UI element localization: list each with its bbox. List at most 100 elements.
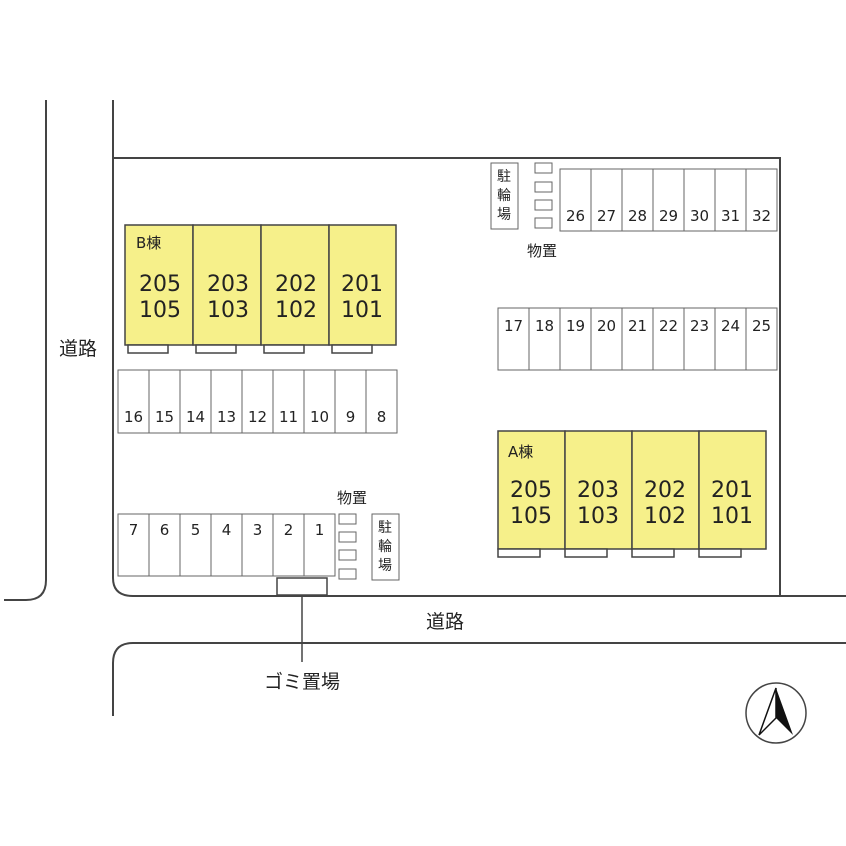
parking-stall <box>590 168 623 232</box>
building-a-unit-2 <box>564 430 633 550</box>
bicycle-parking-bottom-char-1: 駐 <box>378 520 392 536</box>
parking-stall <box>652 168 685 232</box>
b-unit-2-upper: 203 <box>207 272 249 297</box>
garbage-label: ゴミ置場 <box>264 671 340 693</box>
building-b: B棟 205 105 203 103 202 102 201 101 <box>124 224 397 354</box>
b-unit-4-lower: 101 <box>341 298 383 323</box>
building-b-step-1 <box>127 344 169 354</box>
parking-stall-number: 22 <box>659 317 678 335</box>
storage-bottom-label: 物置 <box>337 489 367 507</box>
storage-top-boxes <box>534 162 553 229</box>
parking-stall-number: 5 <box>191 521 201 539</box>
parking-stall-number: 3 <box>253 521 263 539</box>
property-boundary <box>113 157 781 596</box>
parking-stall <box>303 369 336 434</box>
garbage-area-box <box>276 577 328 596</box>
left-road-label: 道路 <box>59 338 97 360</box>
parking-stall-number: 9 <box>346 408 356 426</box>
bicycle-parking-top-char-3: 場 <box>497 207 511 223</box>
parking-stall-number: 10 <box>310 408 329 426</box>
parking-stall <box>714 307 747 371</box>
storage-box <box>338 568 357 580</box>
building-a-step-1 <box>497 548 541 558</box>
building-b-step-3 <box>263 344 305 354</box>
left-road-outer-edge <box>4 100 47 601</box>
parking-stall <box>745 168 778 232</box>
building-b-step-2 <box>195 344 237 354</box>
building-a-step-2 <box>564 548 608 558</box>
a-unit-4-upper: 201 <box>711 478 753 503</box>
parking-stall <box>621 168 654 232</box>
bicycle-parking-bottom-char-3: 場 <box>378 558 392 574</box>
parking-stall-number: 4 <box>222 521 232 539</box>
parking-stall-number: 11 <box>279 408 298 426</box>
parking-stall-number: 31 <box>721 207 740 225</box>
parking-stall <box>303 513 336 577</box>
parking-stall <box>179 369 212 434</box>
building-b-unit-4 <box>328 224 397 346</box>
parking-stall <box>272 513 305 577</box>
building-b-unit-1 <box>124 224 194 346</box>
parking-stall-number: 1 <box>315 521 325 539</box>
storage-box <box>338 549 357 561</box>
parking-stall-number: 14 <box>186 408 205 426</box>
a-unit-1-lower: 105 <box>510 504 552 529</box>
bicycle-parking-top-char-2: 輪 <box>497 187 511 204</box>
bicycle-parking-top-char-1: 駐 <box>497 169 511 185</box>
parking-stall-number: 7 <box>129 521 139 539</box>
parking-stall <box>179 513 212 577</box>
parking-stall-number: 25 <box>752 317 771 335</box>
a-unit-2-upper: 203 <box>577 478 619 503</box>
parking-stall-number: 17 <box>504 317 523 335</box>
building-a-step-3 <box>631 548 675 558</box>
storage-box <box>338 513 357 525</box>
parking-stall <box>745 307 778 371</box>
b-unit-4-upper: 201 <box>341 272 383 297</box>
b-unit-3-upper: 202 <box>275 272 317 297</box>
storage-top-label: 物置 <box>527 242 557 260</box>
parking-stall <box>365 369 398 434</box>
building-b-unit-3 <box>260 224 330 346</box>
building-a-label: A棟 <box>508 443 533 461</box>
parking-stall-number: 24 <box>721 317 740 335</box>
parking-stall-number: 27 <box>597 207 616 225</box>
a-unit-3-lower: 102 <box>644 504 686 529</box>
b-unit-2-lower: 103 <box>207 298 249 323</box>
building-a-unit-3 <box>631 430 700 550</box>
parking-stall <box>652 307 685 371</box>
parking-stall-number: 19 <box>566 317 585 335</box>
b-unit-1-upper: 205 <box>139 272 181 297</box>
north-arrow-icon <box>745 682 807 744</box>
parking-stall-number: 26 <box>566 207 585 225</box>
parking-stall-number: 21 <box>628 317 647 335</box>
bicycle-parking-bottom-box <box>371 513 400 581</box>
parking-stall <box>497 307 530 371</box>
a-unit-1-upper: 205 <box>510 478 552 503</box>
parking-stall-number: 15 <box>155 408 174 426</box>
parking-stall <box>334 369 367 434</box>
parking-stall-number: 16 <box>124 408 143 426</box>
parking-stall-number: 6 <box>160 521 170 539</box>
building-a-step-4 <box>698 548 742 558</box>
building-a: A棟 205 105 203 103 202 102 201 101 <box>497 430 767 558</box>
building-b-step-4 <box>331 344 373 354</box>
parking-stall <box>559 168 592 232</box>
storage-bottom-boxes <box>338 513 357 580</box>
b-unit-3-lower: 102 <box>275 298 317 323</box>
parking-stall-number: 8 <box>377 408 387 426</box>
bottom-road-label: 道路 <box>426 611 464 633</box>
parking-stall <box>148 513 181 577</box>
parking-stall <box>683 307 716 371</box>
parking-stall <box>148 369 181 434</box>
parking-stall-number: 23 <box>690 317 709 335</box>
parking-stall-number: 18 <box>535 317 554 335</box>
parking-stall-number: 12 <box>248 408 267 426</box>
storage-box <box>534 162 553 174</box>
a-unit-4-lower: 101 <box>711 504 753 529</box>
bottom-road-top-edge <box>112 577 846 597</box>
